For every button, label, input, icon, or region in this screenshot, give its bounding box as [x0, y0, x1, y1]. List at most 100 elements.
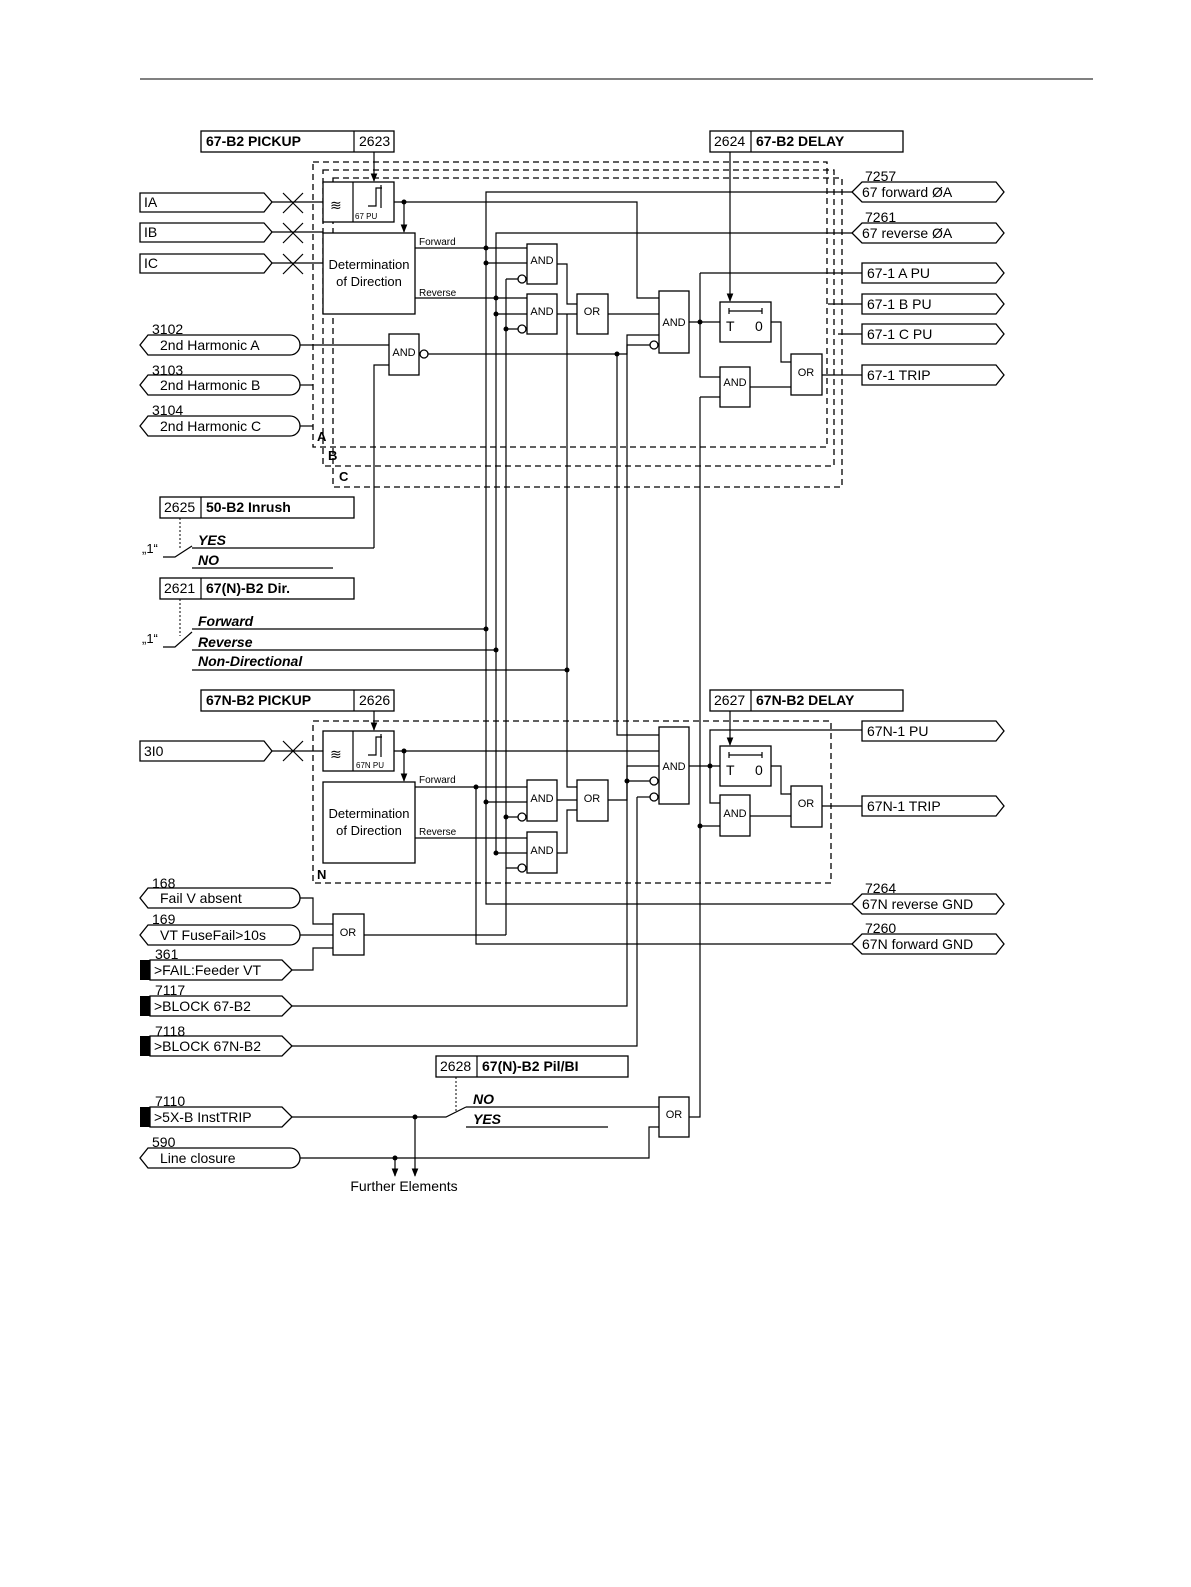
svg-text:AND: AND [662, 761, 685, 773]
svg-text:67-1 C PU: 67-1 C PU [867, 326, 932, 342]
input-inst-trip: 7110 >5X-B InstTRIP [140, 1093, 293, 1128]
svg-text:AND: AND [530, 793, 553, 805]
frame-phase-a [312, 161, 828, 448]
or-gate-vt-fail: OR [332, 913, 365, 956]
svg-text:AND: AND [662, 317, 685, 329]
svg-text:AND: AND [392, 347, 415, 359]
input-2nd-harmonic-a: 3102 2nd Harmonic A [139, 321, 301, 356]
output-67-1-trip: 67-1 TRIP [861, 364, 1005, 386]
and-gate-ground-main: AND [658, 726, 690, 805]
output-67-1-c-pu: 67-1 C PU [861, 323, 1005, 345]
svg-text:7264: 7264 [865, 880, 896, 896]
svg-text:Non-Directional: Non-Directional [198, 653, 303, 669]
output-67n-rev-gnd: 7264 67N reverse GND [851, 880, 1005, 915]
const-one-b: „1“ [142, 631, 158, 646]
svg-text:OR: OR [798, 367, 815, 379]
svg-text:Reverse: Reverse [419, 288, 457, 299]
or-gate-ground-trip: OR [790, 785, 823, 828]
or-gate-phase-trip: OR [790, 353, 823, 396]
svg-text:0: 0 [755, 318, 763, 334]
threshold-icon [368, 187, 382, 207]
svg-text:67N-B2 PICKUP: 67N-B2 PICKUP [206, 692, 311, 708]
svg-text:2626: 2626 [359, 692, 390, 708]
svg-text:67N-B2 DELAY: 67N-B2 DELAY [756, 692, 855, 708]
svg-text:67-1 A PU: 67-1 A PU [867, 265, 930, 281]
svg-text:AND: AND [530, 306, 553, 318]
output-67-1-b-pu: 67-1 B PU [861, 293, 1005, 315]
param-2623: 67-B2 PICKUP 2623 [200, 130, 395, 153]
svg-text:IC: IC [144, 255, 158, 271]
direction-block-ground: Determination of Direction Forward Rever… [322, 775, 457, 864]
svg-text:Line closure: Line closure [160, 1150, 236, 1166]
svg-text:2nd Harmonic A: 2nd Harmonic A [160, 337, 260, 353]
svg-text:AND: AND [723, 808, 746, 820]
svg-text:2628: 2628 [440, 1058, 471, 1074]
svg-text:>5X-B InstTRIP: >5X-B InstTRIP [154, 1109, 252, 1125]
and-gate-ground-fwd: AND [526, 779, 558, 822]
param-2626: 67N-B2 PICKUP 2626 [200, 689, 395, 712]
svg-text:AND: AND [530, 845, 553, 857]
svg-text:Forward: Forward [198, 613, 254, 629]
and-gate-phase-rev: AND [526, 293, 558, 335]
svg-text:169: 169 [152, 911, 176, 927]
param-2627: 2627 67N-B2 DELAY [709, 689, 904, 712]
or-gate-inst: OR [658, 1096, 690, 1138]
svg-text:7110: 7110 [155, 1093, 185, 1109]
input-vt-fusefail: 169 VT FuseFail>10s [139, 911, 301, 946]
input-2nd-harmonic-c: 3104 2nd Harmonic C [139, 402, 301, 437]
svg-text:50-B2 Inrush: 50-B2 Inrush [206, 499, 291, 515]
svg-text:7260: 7260 [865, 920, 896, 936]
param-2623-name: 67-B2 PICKUP [206, 133, 301, 149]
and-gate-ground-inst: AND [719, 794, 751, 837]
svg-text:AND: AND [530, 255, 553, 267]
svg-text:67N-1 PU: 67N-1 PU [867, 723, 928, 739]
svg-text:NO: NO [198, 552, 219, 568]
and-gate-ground-rev: AND [526, 831, 558, 874]
svg-text:67N-1 TRIP: 67N-1 TRIP [867, 798, 941, 814]
svg-text:Determination: Determination [329, 806, 410, 821]
label-phase-a: A [317, 429, 327, 444]
svg-text:67-1 TRIP: 67-1 TRIP [867, 367, 931, 383]
svg-text:67 forward ØA: 67 forward ØA [862, 184, 953, 200]
further-elements-label: Further Elements [350, 1178, 457, 1194]
svg-text:3102: 3102 [152, 321, 183, 337]
input-3i0: 3I0 [139, 740, 273, 762]
timer-phase: T 0 [719, 301, 772, 343]
svg-text:67 PU: 67 PU [355, 212, 377, 221]
label-phase-b: B [328, 448, 337, 463]
svg-text:AND: AND [723, 377, 746, 389]
pickup-67n: ≋ 67N PU [322, 730, 395, 772]
or-gate-ground-dir: OR [576, 779, 609, 822]
output-67-fwd-a: 7257 67 forward ØA [851, 168, 1005, 203]
input-fail-v-absent: 168 Fail V absent [139, 875, 301, 909]
input-block-67: 7117 >BLOCK 67-B2 [140, 982, 293, 1017]
filter-icon: ≋ [330, 197, 342, 213]
svg-text:YES: YES [198, 532, 227, 548]
svg-text:VT FuseFail>10s: VT FuseFail>10s [160, 927, 266, 943]
frame-phase-b [322, 169, 835, 467]
svg-text:2nd Harmonic C: 2nd Harmonic C [160, 418, 261, 434]
input-block-67n: 7118 >BLOCK 67N-B2 [140, 1023, 293, 1057]
svg-text:>BLOCK 67-B2: >BLOCK 67-B2 [154, 998, 251, 1014]
const-one-a: „1“ [142, 541, 158, 556]
svg-text:3I0: 3I0 [144, 743, 164, 759]
filter-icon-n: ≋ [330, 746, 342, 762]
param-2624-no: 2624 [714, 133, 745, 149]
svg-text:67 reverse ØA: 67 reverse ØA [862, 225, 953, 241]
svg-text:OR: OR [584, 306, 601, 318]
and-gate-inrush: AND [388, 333, 420, 376]
svg-text:7118: 7118 [155, 1023, 185, 1039]
svg-text:OR: OR [798, 798, 815, 810]
svg-text:>FAIL:Feeder VT: >FAIL:Feeder VT [154, 962, 261, 978]
param-2628: 2628 67(N)-B2 Pil/BI [435, 1055, 629, 1078]
output-67n-1-trip: 67N-1 TRIP [861, 795, 1005, 817]
svg-text:Forward: Forward [419, 237, 456, 248]
output-67n-fwd-gnd: 7260 67N forward GND [851, 920, 1005, 955]
svg-text:of Direction: of Direction [336, 823, 402, 838]
frame-phase-c [332, 177, 843, 488]
svg-text:YES: YES [473, 1111, 502, 1127]
svg-text:67(N)-B2 Pil/BI: 67(N)-B2 Pil/BI [482, 1058, 578, 1074]
param-2623-no: 2623 [359, 133, 390, 149]
timer-ground: T 0 [719, 745, 772, 787]
